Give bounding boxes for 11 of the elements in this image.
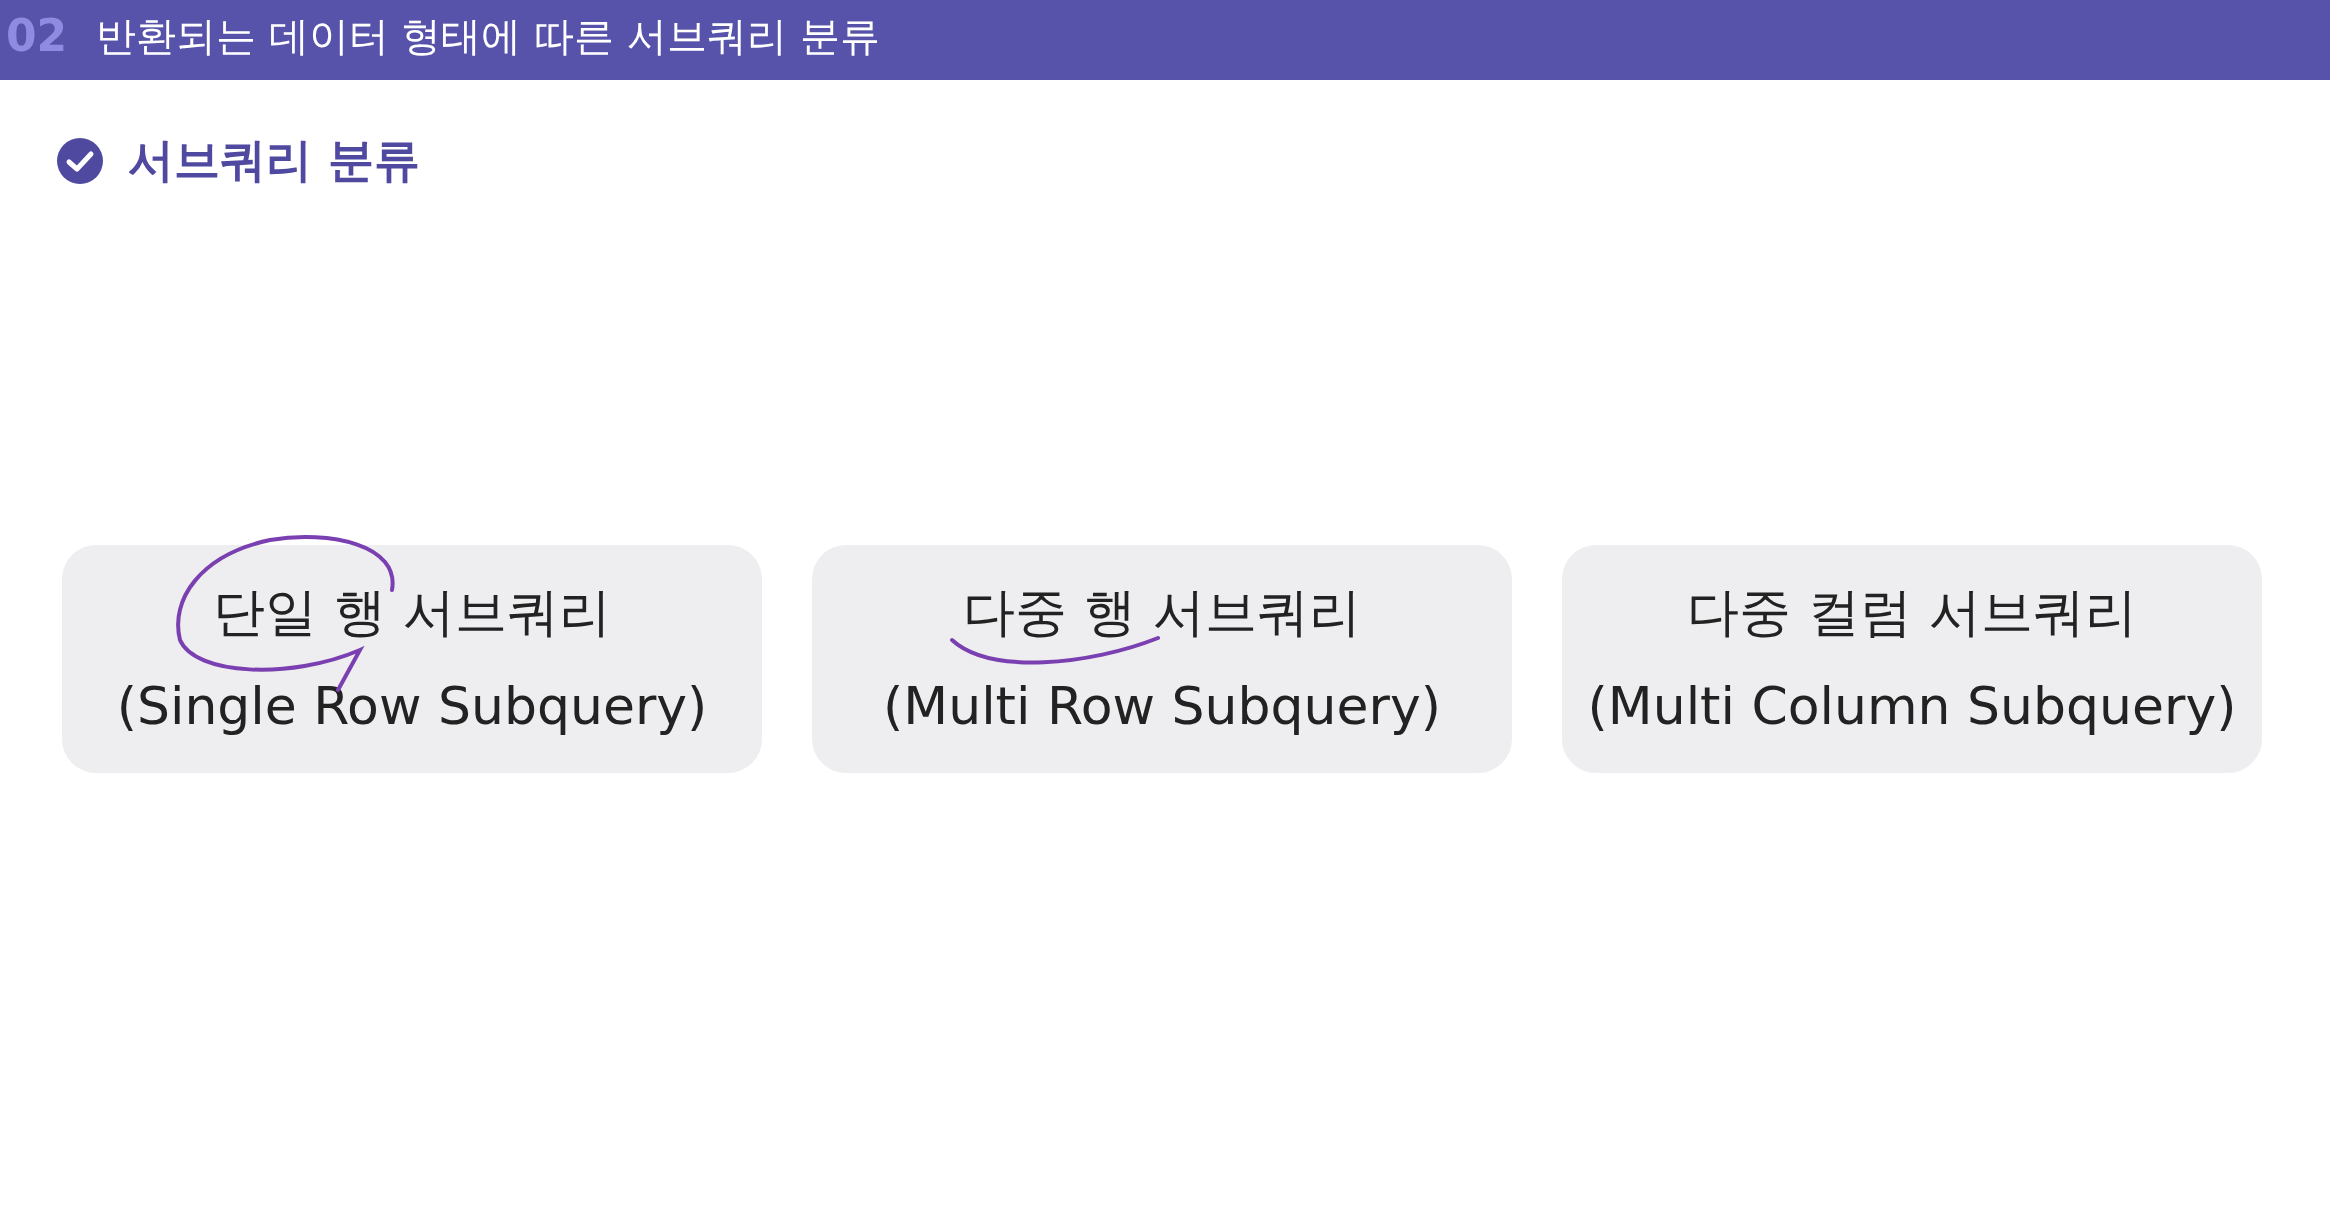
section-heading: 서브쿼리 분류 [128,132,420,189]
slide-title: 반환되는 데이터 형태에 따른 서브쿼리 분류 [96,12,880,61]
category-card [62,545,762,773]
card-title: 다중 컬럼 서브쿼리 [1686,581,2138,644]
card-title: 다중 행 서브쿼리 [962,581,1362,644]
card-subtitle: (Multi Column Subquery) [1586,675,2238,738]
section-number: 02 [6,9,68,63]
card-title: 단일 행 서브쿼리 [212,581,612,644]
category-card [812,545,1512,773]
card-subtitle: (Multi Row Subquery) [882,675,1442,738]
card-subtitle: (Single Row Subquery) [115,675,709,738]
